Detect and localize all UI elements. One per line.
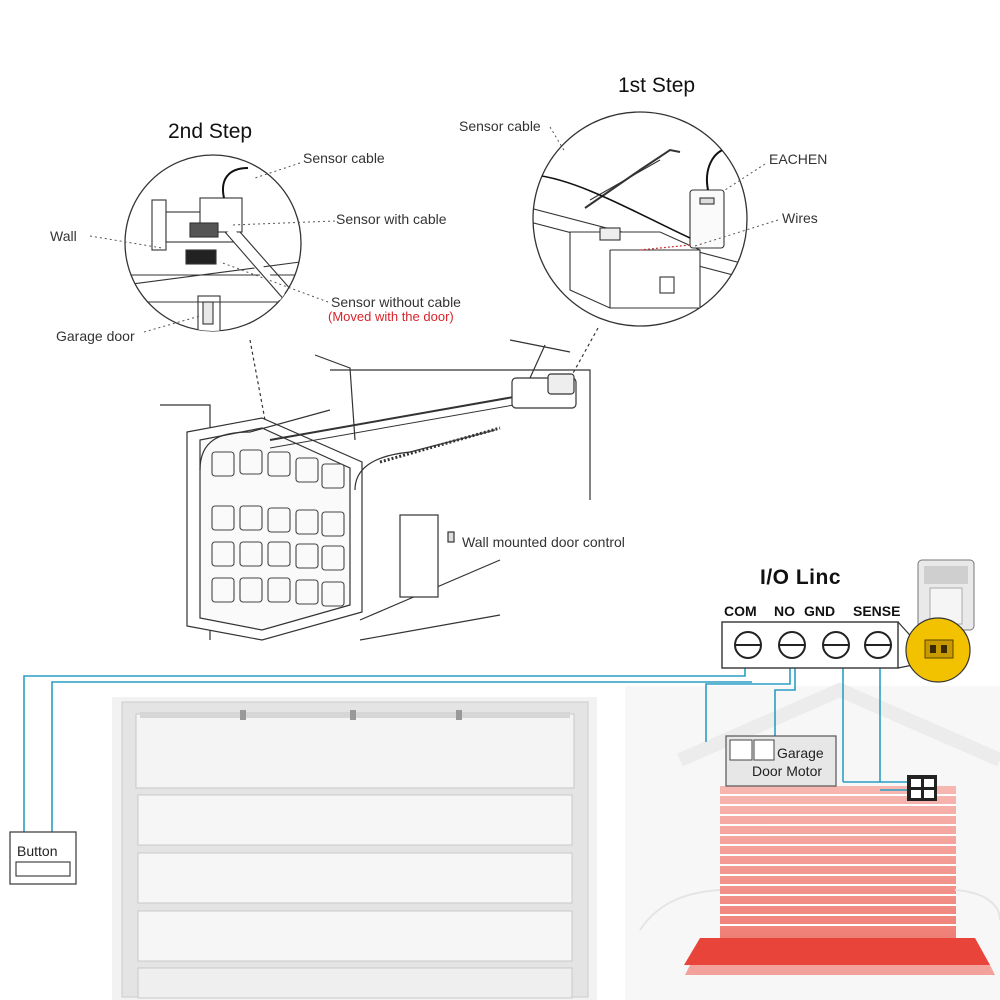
step2-title: 2nd Step <box>168 120 253 143</box>
button-label: Button <box>17 843 58 859</box>
terminal-com: COM <box>724 603 757 619</box>
spring <box>379 426 501 464</box>
ceiling-edge <box>330 369 591 500</box>
label-sensor-with-cable: Sensor with cable <box>336 211 447 227</box>
terminal-screws <box>734 631 892 659</box>
inner-door <box>399 514 439 598</box>
label-sensor-without-cable: Sensor without cable <box>331 294 461 310</box>
right-track <box>354 429 496 491</box>
callout-leaders <box>89 126 779 333</box>
io-linc-title: I/O Linc <box>760 566 842 589</box>
sensor-with-cable-shape <box>189 222 219 238</box>
garage-scene <box>160 327 599 641</box>
label-eachen: EACHEN <box>769 151 828 167</box>
label-wall: Wall <box>50 228 77 244</box>
terminal-no: NO <box>774 603 795 619</box>
sensor-without-cable-shape <box>185 249 217 265</box>
io-linc-device <box>917 559 975 631</box>
step1-title: 1st Step <box>618 74 696 97</box>
terminal-sense: SENSE <box>853 603 901 619</box>
house-garage <box>625 682 1000 1000</box>
door-panels <box>211 449 345 607</box>
label-sensor-cable-left: Sensor cable <box>303 150 385 166</box>
opener-rail <box>269 394 526 441</box>
red-floor <box>684 938 990 965</box>
wall-control-box <box>447 531 455 543</box>
motor-label-line1: Garage <box>777 745 824 761</box>
label-sensor-cable-right: Sensor cable <box>459 118 541 134</box>
terminal-gnd: GND <box>804 603 836 619</box>
step1-detail <box>532 111 748 327</box>
motor-label-line2: Door Motor <box>752 763 823 779</box>
step2-detail <box>124 154 302 332</box>
label-wires: Wires <box>782 210 818 226</box>
label-moved-with-door: (Moved with the door) <box>328 309 454 324</box>
roller-door <box>112 697 597 1000</box>
red-door-slats <box>720 794 956 926</box>
label-wall-control: Wall mounted door control <box>462 534 625 550</box>
label-garage-door: Garage door <box>56 328 135 344</box>
wires <box>23 662 907 832</box>
left-track <box>199 409 331 471</box>
